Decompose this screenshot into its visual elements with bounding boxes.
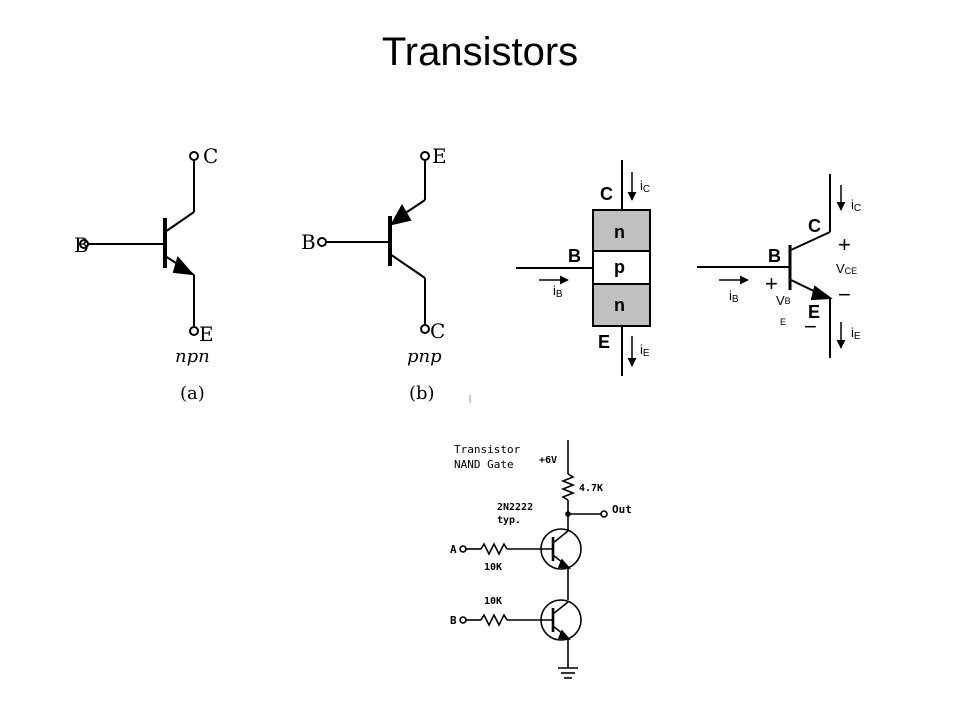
- bias-ib-label: iB: [729, 288, 739, 305]
- layer-p-label: p: [614, 257, 625, 277]
- pnp-label-b: B: [301, 230, 316, 254]
- figure-a-caption: (a): [180, 383, 205, 404]
- bias-b-label: B: [768, 246, 781, 266]
- npn-label-c: C: [203, 144, 218, 168]
- nand-gate-circuit: [459, 440, 608, 679]
- pnp-type-label: pnp: [407, 346, 442, 367]
- layer-ie-label: iE: [640, 342, 650, 359]
- npn-bias-symbol: [697, 174, 846, 358]
- input-b-label: B: [450, 614, 457, 627]
- layer-n-top-label: n: [614, 222, 625, 242]
- pnp-label-e: E: [432, 144, 447, 168]
- nand-title-line2: NAND Gate: [454, 458, 514, 471]
- emitter-terminal: [420, 151, 430, 161]
- npn-type-label: npn: [175, 346, 210, 367]
- layer-n-bottom: [592, 283, 651, 327]
- resistor-b: [480, 613, 508, 627]
- collector-terminal: [189, 151, 199, 161]
- vbe-label-tail: E: [780, 317, 786, 327]
- pnp-symbol: [317, 151, 430, 334]
- layer-ic-label: iC: [640, 178, 650, 195]
- layer-ib-label: iB: [553, 283, 563, 300]
- part-typ-label: typ.: [497, 515, 521, 526]
- figure-b-caption: (b): [409, 383, 435, 404]
- output-label: Out: [612, 503, 632, 516]
- part-number-label: 2N2222: [497, 502, 533, 513]
- supply-label: +6V: [539, 455, 557, 466]
- npn-layer-diagram: [516, 160, 651, 376]
- emitter-arrow-icon: [172, 255, 195, 276]
- resistor-a-label: 10K: [484, 562, 502, 573]
- layer-c-label: C: [600, 184, 613, 204]
- emitter-terminal: [189, 326, 199, 336]
- vce-label: VCE: [836, 261, 857, 276]
- base-terminal: [317, 237, 327, 247]
- bias-ic-label: iC: [851, 197, 861, 214]
- input-a-label: A: [450, 543, 457, 556]
- bias-e-label: E: [808, 302, 820, 322]
- resistor-a: [480, 542, 508, 556]
- transistor-b-arrow-icon: [557, 629, 571, 640]
- bias-ie-label: iE: [851, 325, 861, 342]
- vbe-label: VB: [776, 293, 791, 308]
- emitter-arrow-icon: [390, 203, 412, 226]
- output-terminal: [600, 510, 608, 518]
- npn-symbol: [79, 151, 199, 336]
- layer-p-middle: [592, 250, 651, 285]
- layer-n-top: [592, 209, 651, 252]
- ground-icon: [558, 667, 578, 679]
- bias-c-label: C: [808, 216, 821, 236]
- layer-e-label: E: [598, 332, 610, 352]
- input-a-terminal: [459, 545, 467, 553]
- page-title: Transistors: [381, 30, 579, 74]
- vce-minus-sign: −: [838, 282, 851, 307]
- input-b-terminal: [459, 616, 467, 624]
- layer-b-label: B: [568, 246, 581, 266]
- transistor-a-arrow-icon: [557, 558, 571, 569]
- emitter-arrow-icon: [810, 285, 833, 301]
- pullup-resistor-label: 4.7K: [579, 483, 603, 494]
- pullup-resistor: [560, 473, 576, 501]
- npn-label-e: E: [199, 322, 214, 346]
- vce-plus-sign: +: [838, 232, 851, 257]
- vbe-plus-sign: +: [765, 271, 778, 296]
- nand-title-line1: Transistor: [454, 443, 521, 456]
- pnp-label-c: C: [430, 319, 445, 343]
- layer-n-bottom-label: n: [614, 295, 625, 315]
- vbe-minus-sign: −: [804, 314, 817, 339]
- npn-label-b: B: [74, 233, 89, 257]
- collector-terminal: [420, 324, 430, 334]
- resistor-b-label: 10K: [484, 596, 502, 607]
